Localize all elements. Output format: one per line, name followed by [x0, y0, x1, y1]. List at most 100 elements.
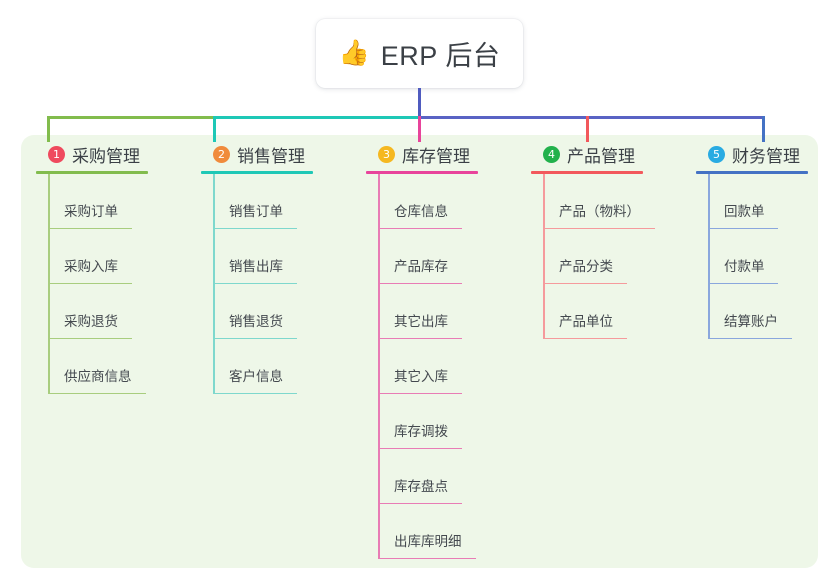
branch-item-label: 仓库信息 — [394, 204, 448, 219]
branch-item[interactable]: 产品分类 — [531, 229, 681, 284]
branch-title: 产品管理 — [567, 146, 635, 166]
branch-spine — [543, 174, 545, 339]
branch-item-label: 采购订单 — [64, 204, 118, 219]
branch-header-4[interactable]: 4 产品管理 — [531, 142, 681, 166]
branch-item[interactable]: 其它出库 — [366, 284, 516, 339]
branch-item[interactable]: 采购订单 — [36, 174, 186, 229]
branch-item[interactable]: 出库库明细 — [366, 504, 516, 559]
branch-item-label: 采购退货 — [64, 314, 118, 329]
branch-item[interactable]: 采购退货 — [36, 284, 186, 339]
branch-item[interactable]: 回款单 — [696, 174, 839, 229]
connector-bus-segment-3 — [419, 115, 763, 119]
branch-number-badge: 3 — [378, 145, 395, 163]
branches-panel — [21, 135, 818, 568]
connector-bus-segment-1 — [48, 115, 214, 119]
branch-item-label: 回款单 — [724, 204, 765, 219]
branch-number-badge: 1 — [48, 145, 65, 163]
branch-item-label: 销售出库 — [229, 259, 283, 274]
branch-item-rule — [378, 502, 462, 504]
branch-item[interactable]: 供应商信息 — [36, 339, 186, 394]
branch-item[interactable]: 付款单 — [696, 229, 839, 284]
branch-item[interactable]: 销售出库 — [201, 229, 351, 284]
branch-item-label: 产品单位 — [559, 314, 613, 329]
branch-item-rule — [543, 282, 627, 284]
branch-item-label: 库存调拨 — [394, 424, 448, 439]
branch-item[interactable]: 结算账户 — [696, 284, 839, 339]
branch-header-rule — [696, 171, 808, 174]
branch-item-rule — [48, 392, 146, 394]
branch-item-list: 销售订单销售出库销售退货客户信息 — [201, 174, 351, 394]
thumbs-up-emoji: 👍 — [338, 39, 370, 67]
branch-item-rule — [48, 227, 132, 229]
root-node-content: 👍 ERP 后台 — [339, 34, 501, 73]
branch-item[interactable]: 产品单位 — [531, 284, 681, 339]
connector-drop-5 — [761, 115, 765, 142]
branch-spine — [48, 174, 50, 394]
branch-title: 销售管理 — [237, 146, 305, 166]
branch-item-rule — [378, 557, 476, 559]
branch-number-badge: 2 — [213, 145, 230, 163]
branch-item-label: 客户信息 — [229, 369, 283, 384]
branch-title: 采购管理 — [72, 146, 140, 166]
branch-item-rule — [378, 282, 462, 284]
branch-column-4: 4 产品管理产品（物料） 产品分类产品单位 — [531, 142, 681, 339]
root-title: ERP 后台 — [380, 41, 501, 71]
branch-spine — [708, 174, 710, 339]
branch-item-label: 销售订单 — [229, 204, 283, 219]
branch-item-list: 产品（物料） 产品分类产品单位 — [531, 174, 681, 339]
branch-header-rule — [36, 171, 148, 174]
branch-item[interactable]: 产品（物料） — [531, 174, 681, 229]
branch-item[interactable]: 库存调拨 — [366, 394, 516, 449]
branch-header-1[interactable]: 1 采购管理 — [36, 142, 186, 166]
branch-item-rule — [708, 337, 792, 339]
branch-item-rule — [378, 392, 462, 394]
branch-item[interactable]: 销售退货 — [201, 284, 351, 339]
branch-item-rule — [543, 227, 655, 229]
branch-item[interactable]: 仓库信息 — [366, 174, 516, 229]
branch-header-2[interactable]: 2 销售管理 — [201, 142, 351, 166]
branch-item-label: 出库库明细 — [394, 534, 462, 549]
branch-item-rule — [378, 337, 462, 339]
branch-item[interactable]: 库存盘点 — [366, 449, 516, 504]
branch-title: 库存管理 — [402, 146, 470, 166]
branch-item-rule — [378, 447, 462, 449]
branch-header-3[interactable]: 3 库存管理 — [366, 142, 516, 166]
branch-item-rule — [48, 337, 132, 339]
branch-item-rule — [213, 337, 297, 339]
branch-item[interactable]: 采购入库 — [36, 229, 186, 284]
branch-item[interactable]: 其它入库 — [366, 339, 516, 394]
branch-spine — [213, 174, 215, 394]
branch-item-rule — [213, 227, 297, 229]
branch-spine — [378, 174, 380, 559]
branch-item-rule — [48, 282, 132, 284]
branch-header-rule — [201, 171, 313, 174]
branch-item[interactable]: 客户信息 — [201, 339, 351, 394]
connector-drop-1 — [46, 115, 50, 142]
branch-item-label: 其它入库 — [394, 369, 448, 384]
branch-item-label: 产品（物料） — [559, 204, 640, 219]
branch-item-rule — [378, 227, 462, 229]
branch-column-3: 3 库存管理仓库信息产品库存其它出库其它入库库存调拨库存盘点出库库明细 — [366, 142, 516, 559]
branch-item[interactable]: 销售订单 — [201, 174, 351, 229]
branch-item-label: 产品分类 — [559, 259, 613, 274]
branch-item-label: 产品库存 — [394, 259, 448, 274]
branch-header-rule — [366, 171, 478, 174]
branch-item-list: 采购订单采购入库采购退货供应商信息 — [36, 174, 186, 394]
branch-number-badge: 4 — [543, 145, 560, 163]
branch-item-label: 其它出库 — [394, 314, 448, 329]
branch-number-badge: 5 — [708, 145, 725, 163]
branch-item-label: 供应商信息 — [64, 369, 132, 384]
branch-item-rule — [708, 282, 778, 284]
connector-drop-3 — [417, 115, 421, 142]
branch-item-list: 回款单付款单结算账户 — [696, 174, 839, 339]
branch-item-label: 采购入库 — [64, 259, 118, 274]
branch-column-2: 2 销售管理销售订单销售出库销售退货客户信息 — [201, 142, 351, 394]
branch-item-list: 仓库信息产品库存其它出库其它入库库存调拨库存盘点出库库明细 — [366, 174, 516, 559]
root-node[interactable]: 👍 ERP 后台 — [316, 19, 523, 88]
branch-header-rule — [531, 171, 643, 174]
branch-item-rule — [543, 337, 627, 339]
branch-item[interactable]: 产品库存 — [366, 229, 516, 284]
